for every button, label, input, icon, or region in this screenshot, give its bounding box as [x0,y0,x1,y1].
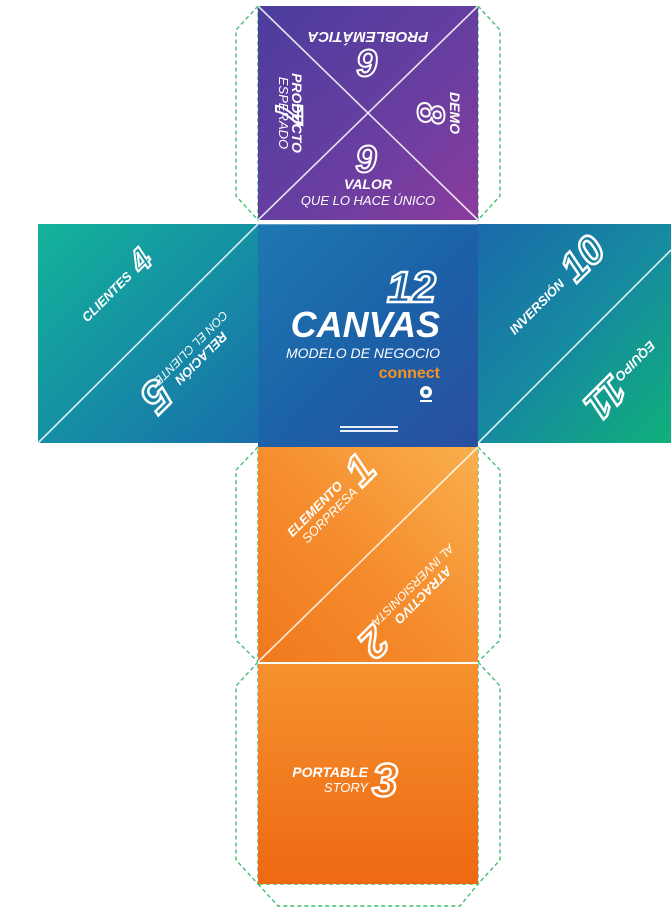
bottom-face: PORTABLE STORY 3 [258,662,478,884]
right-face: INVERSIÓN 10 EQUIPO 11 [477,224,671,444]
demo-label: DEMO [447,92,463,134]
fine-print [340,426,398,432]
valor-label: VALOR [344,176,393,192]
problematica-label: PROBLEMÁTICA [308,28,429,45]
center-face: 12 CANVAS MODELO DE NEGOCIO connect [258,223,478,447]
esperado-label: ESPERADO [276,77,291,149]
left-face: CLIENTES 4 RELACIÓN CON EL CLIENTE 5 [37,223,259,444]
lower-face: ELEMENTO SORPRESA 1 ATRACTIVO AL INVERSI… [257,444,479,668]
portable-number: 3 [372,754,398,806]
portable-label: PORTABLE [292,764,368,780]
story-label: STORY [324,780,369,795]
problematica-number: 6 [357,41,379,83]
logo-icon [420,386,432,402]
canvas-subtitle: MODELO DE NEGOCIO [286,345,440,361]
canvas-title: CANVAS [291,304,440,345]
connect-brand: connect [379,365,441,382]
demo-number: 8 [409,102,451,124]
top-face: PROBLEMÁTICA 6 PRODUCTO ESPERADO 7 DEMO … [257,5,479,221]
que-lo-hace-unico-label: QUE LO HACE ÚNICO [301,193,435,208]
valor-number: 9 [355,139,376,181]
producto-number: 7 [267,102,309,125]
producto-label: PRODUCTO [289,73,305,153]
canvas-number: 12 [387,263,436,312]
